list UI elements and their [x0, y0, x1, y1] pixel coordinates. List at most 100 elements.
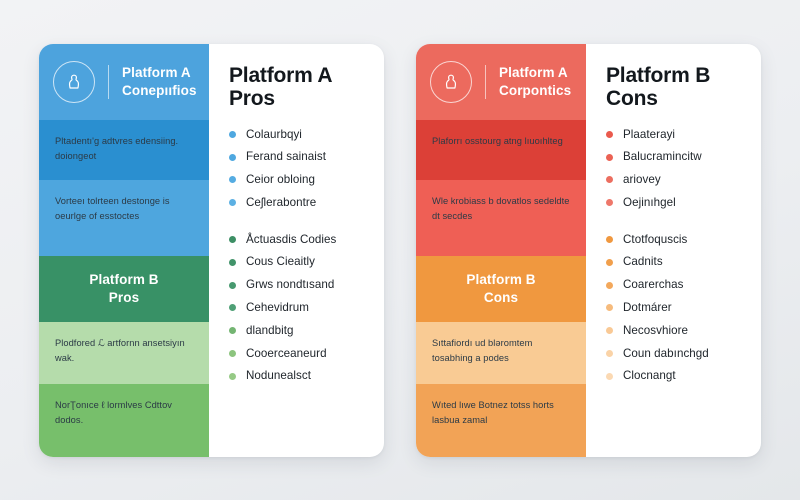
list-item[interactable]: Cadnits [606, 251, 743, 274]
list-item[interactable]: Cooerceaneurd [229, 342, 366, 365]
list-item-label: Cadnits [623, 255, 663, 269]
list-item[interactable]: Colaurbqyi [229, 123, 366, 146]
list-item[interactable]: Cous Cieaitly [229, 251, 366, 274]
bullet-group-spacer [229, 214, 366, 228]
bullet-dot-icon [606, 235, 613, 243]
bullet-dot-icon [606, 281, 613, 289]
list-item[interactable]: dlandbitg [229, 319, 366, 342]
comparison-card-platform-b[interactable]: Platform A Corpontics Plaforrı osstourg … [416, 43, 761, 457]
rail-header-title-line2: Corpontics [499, 82, 572, 98]
list-item-label: Cehevidrum [246, 301, 310, 314]
list-item-label: Balucramincitw [623, 150, 702, 164]
rail-header-title-line1: Platform A [122, 65, 191, 81]
bullet-dot-icon [229, 349, 236, 357]
comparison-card-platform-a[interactable]: Platform A Conepııfios Pltadentı'g adtvr… [39, 43, 384, 457]
rail-divider [108, 64, 109, 99]
list-item-label: Åctuasdis Codies [246, 232, 337, 246]
panel-title-line1: Platform A [229, 63, 333, 87]
rail-note-4: Wıted lıwe Botnez totss horts lasbua zam… [416, 383, 586, 457]
list-item-label: ariovey [623, 173, 661, 187]
rail-note-4: NorŢonıce ℓ lormlves Cdttov dodos. [39, 383, 209, 457]
list-item[interactable]: Necosvhiore [606, 319, 743, 342]
list-item[interactable]: Dotmárer [606, 296, 743, 319]
bullet-dot-icon [229, 327, 236, 335]
rail-subheader-line2: Pros [108, 289, 140, 305]
list-item-label: Nodunealsct [246, 369, 312, 383]
list-item[interactable]: Cehevidrum [229, 296, 366, 319]
rail-subheader-line2: Cons [483, 289, 519, 305]
rail-note-1: Pltadentı'g adtvres edensiing. doiongeot [39, 119, 209, 180]
bullet-dot-icon [229, 153, 236, 161]
panel-title: Platform A Pros [229, 64, 366, 111]
panel-title: Platform B Cons [606, 64, 743, 111]
list-item-label: Ctotfoquscis [623, 232, 688, 246]
panel-title-line1: Platform B [606, 63, 711, 87]
rail-note-1: Plaforrı osstourg atng lıuoıhlteg [416, 119, 586, 180]
bullet-dot-icon [606, 176, 613, 184]
bullet-group-spacer [606, 214, 743, 228]
list-item-label: Ferand sainaist [246, 150, 327, 164]
list-item[interactable]: Oejinıhgel [606, 191, 743, 214]
bullet-dot-icon [606, 199, 613, 207]
list-item-label: Plaaterayi [623, 127, 676, 141]
card-color-rail: Platform A Conepııfios Pltadentı'g adtvr… [39, 43, 209, 457]
rail-header-title-line2: Conepııfios [122, 82, 197, 98]
bullet-dot-icon [229, 281, 236, 289]
bullet-dot-icon [229, 372, 236, 380]
list-item-label: Oejinıhgel [623, 195, 676, 209]
panel-title-line2: Pros [229, 87, 275, 111]
list-item[interactable]: Balucramincitw [606, 146, 743, 169]
bullet-dot-icon [606, 153, 613, 161]
list-item-label: Dotmárer [623, 301, 672, 314]
rail-subheader: Platform B Cons [416, 255, 586, 322]
bullet-dot-icon [606, 349, 613, 357]
list-item[interactable]: Ctotfoquscis [606, 228, 743, 251]
list-item[interactable]: Coarerchas [606, 274, 743, 297]
list-item[interactable]: ariovey [606, 169, 743, 192]
list-item[interactable]: Nodunealsct [229, 365, 366, 388]
list-item-label: dlandbitg [246, 323, 294, 337]
list-item[interactable]: Ceior obloing [229, 169, 366, 192]
bullet-dot-icon [229, 130, 236, 138]
rail-note-3: Sıttafiordı ud bləromtem tosabhing a pod… [416, 321, 586, 384]
list-item-label: Necosvhiore [623, 323, 688, 337]
rail-subheader-line1: Platform B [89, 271, 159, 287]
list-item[interactable]: Åctuasdis Codies [229, 228, 366, 251]
bullet-dot-icon [229, 258, 236, 266]
bullet-dot-icon [229, 199, 236, 207]
bullet-dot-icon [229, 304, 236, 312]
rail-subheader-line1: Platform B [466, 271, 536, 287]
list-item-label: Colaurbqyi [246, 127, 302, 141]
bullet-dot-icon [606, 304, 613, 312]
list-item-label: Coarerchas [623, 278, 684, 292]
list-item-label: Cous Cieaitly [246, 255, 315, 269]
list-item[interactable]: Ferand sainaist [229, 146, 366, 169]
card-color-rail: Platform A Corpontics Plaforrı osstourg … [416, 43, 586, 457]
panel-title-line2: Cons [606, 87, 658, 111]
rail-subheader: Platform B Pros [39, 255, 209, 322]
list-item-label: Coun dabınchgd [623, 346, 709, 360]
list-item[interactable]: Ceʃlerabontre [229, 191, 366, 214]
bullet-dot-icon [229, 176, 236, 184]
rail-header: Platform A Corpontics [416, 43, 586, 120]
list-item-label: Clocnangt [623, 369, 676, 383]
bullet-dot-icon [229, 235, 236, 243]
list-item[interactable]: Clocnangt [606, 365, 743, 388]
list-item-label: Cooerceaneurd [246, 346, 327, 360]
list-item[interactable]: Coun dabınchgd [606, 342, 743, 365]
list-item[interactable]: Grws nondtısand [229, 274, 366, 297]
bullet-dot-icon [606, 327, 613, 335]
bullet-dot-icon [606, 130, 613, 138]
rail-note-2: Vorteeı tolrteen destonge is oeurlge of … [39, 179, 209, 256]
rail-header-title-line1: Platform A [499, 65, 568, 81]
list-item[interactable]: Plaaterayi [606, 123, 743, 146]
list-item-label: Grws nondtısand [246, 278, 335, 292]
rail-header-title: Platform A Corpontics [499, 64, 571, 99]
